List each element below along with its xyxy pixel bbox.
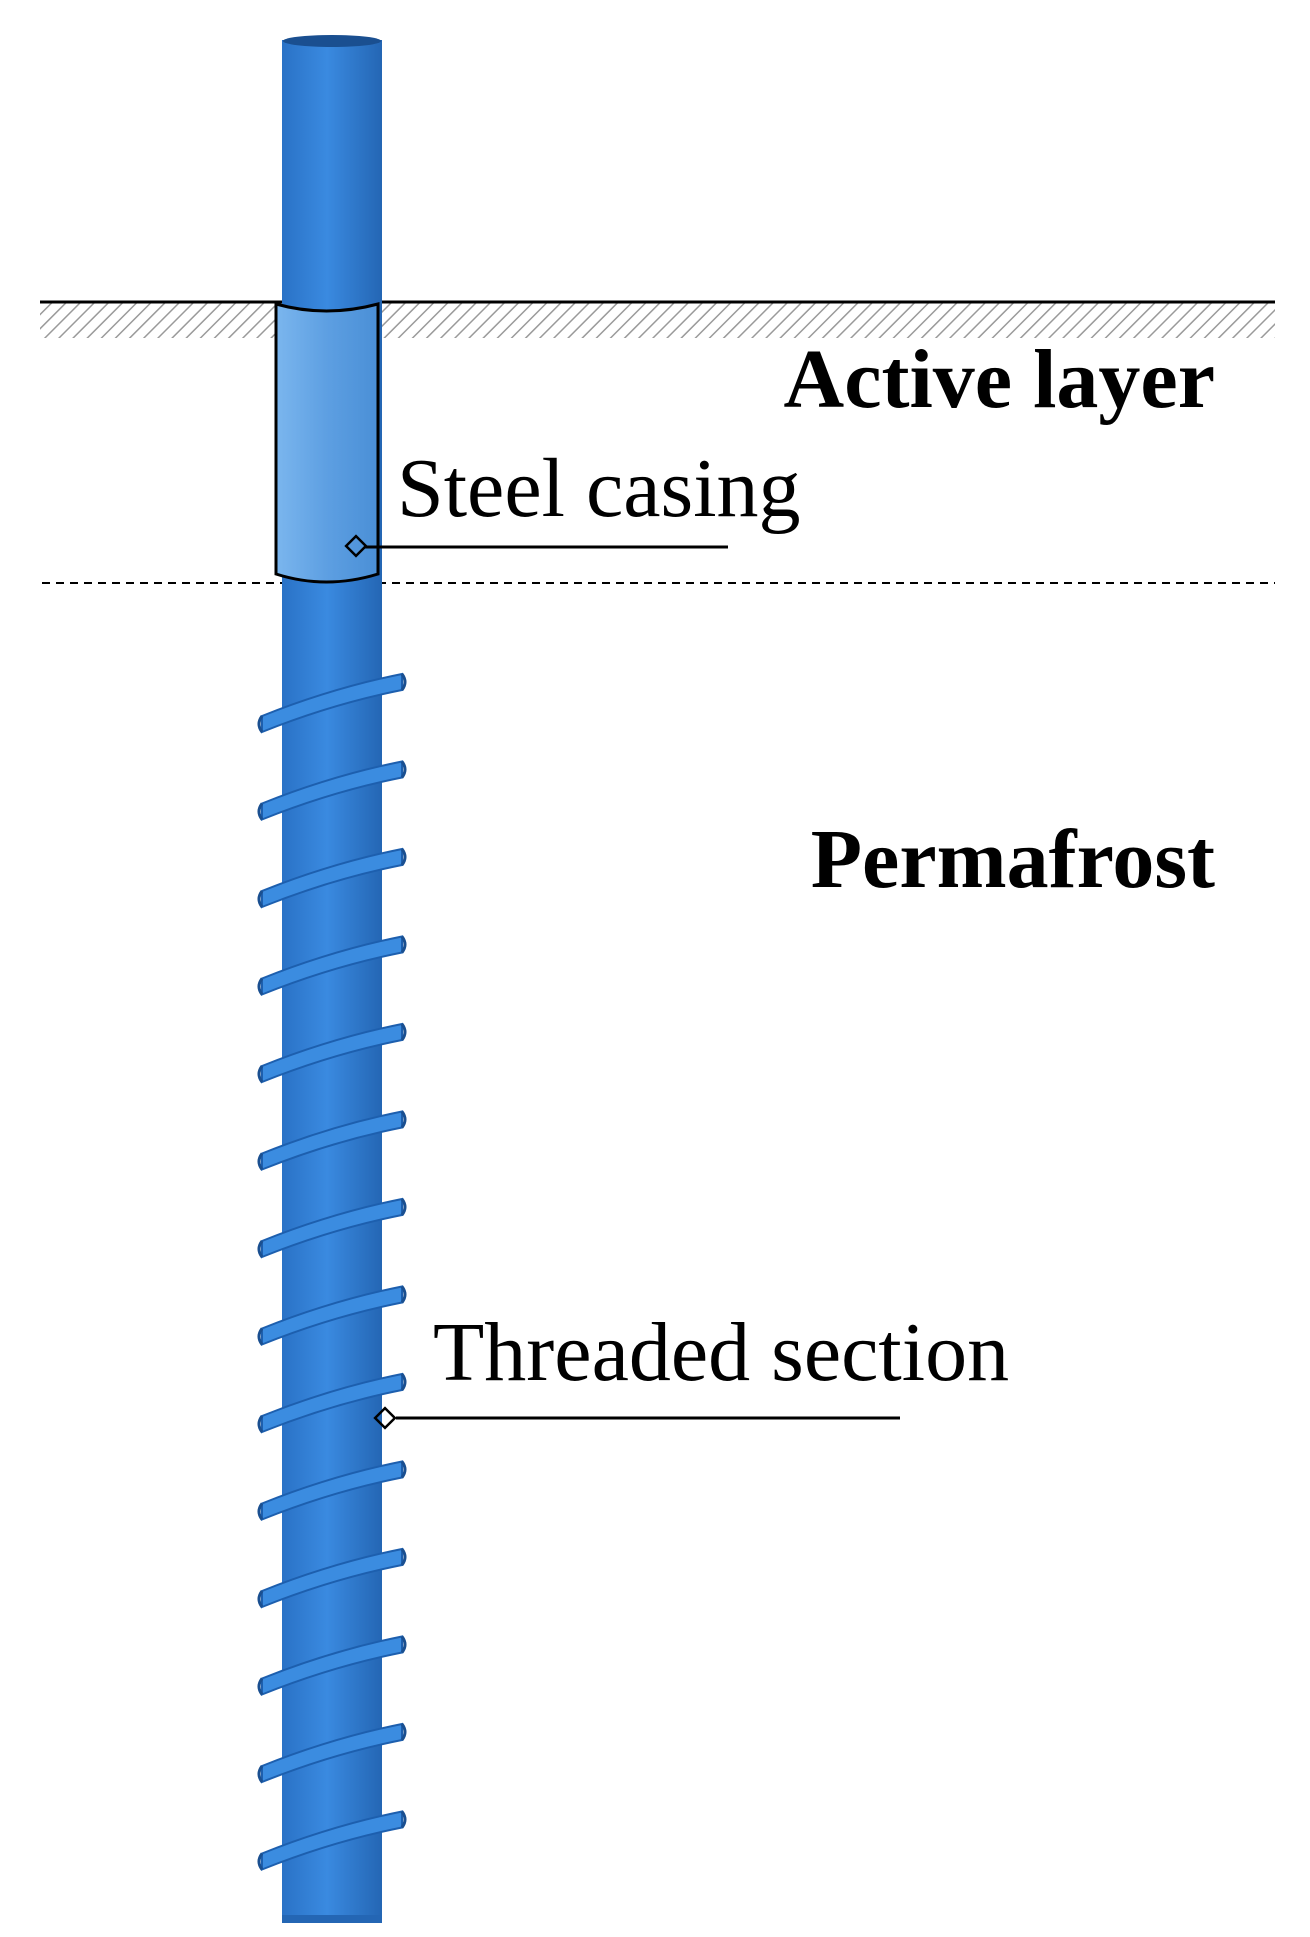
steel-casing-body bbox=[274, 302, 380, 584]
thread-flight-edge bbox=[257, 890, 264, 908]
permafrost-label: Permafrost bbox=[811, 813, 1215, 906]
pile bbox=[257, 35, 407, 1923]
thread-flight-edge bbox=[400, 1810, 407, 1829]
thread-flight-edge bbox=[257, 1415, 264, 1433]
thread-flight-edge bbox=[400, 760, 407, 779]
thread-flight-edge bbox=[400, 1460, 407, 1479]
thread-flight-edge bbox=[257, 802, 264, 821]
thread-flight-edge bbox=[400, 848, 407, 866]
thread-flight-edge bbox=[257, 1852, 264, 1871]
steel-casing bbox=[274, 302, 380, 584]
thread-flight-edge bbox=[257, 1590, 264, 1608]
steel-casing-leader bbox=[344, 534, 728, 558]
thread-flight-edge bbox=[257, 1677, 264, 1696]
thread-flight-edge bbox=[257, 1765, 264, 1783]
thread-flight-edge bbox=[400, 1285, 407, 1304]
threaded-section-label: Threaded section bbox=[433, 1306, 1009, 1399]
steel-casing-label: Steel casing bbox=[397, 442, 801, 535]
thread-flight-edge bbox=[257, 1152, 264, 1171]
thread-flight-edge bbox=[400, 1373, 407, 1391]
thread-flight-edge bbox=[400, 1110, 407, 1129]
thread-flight-edge bbox=[257, 1502, 264, 1521]
threaded-section-leader bbox=[373, 1406, 900, 1430]
thread-flight-edge bbox=[400, 1198, 407, 1216]
pile-top-opening bbox=[283, 35, 381, 47]
thread-flight-edge bbox=[400, 1723, 407, 1741]
thread-flight-edge bbox=[257, 1240, 264, 1258]
ground-hatch bbox=[40, 302, 1275, 338]
pile-tip bbox=[282, 1915, 382, 1923]
threaded-section bbox=[257, 672, 407, 1871]
thread-flight-edge bbox=[400, 1548, 407, 1566]
thread-flight-edge bbox=[400, 673, 407, 691]
thread-flight-edge bbox=[257, 1327, 264, 1346]
thread-flight-edge bbox=[257, 1065, 264, 1083]
thread-flight-edge bbox=[400, 1023, 407, 1041]
active-layer-label: Active layer bbox=[784, 333, 1215, 426]
thread-flight-edge bbox=[257, 977, 264, 996]
thread-flight-edge bbox=[400, 1635, 407, 1654]
thread-flight-edge bbox=[257, 715, 264, 733]
thread-flight-edge bbox=[400, 935, 407, 954]
